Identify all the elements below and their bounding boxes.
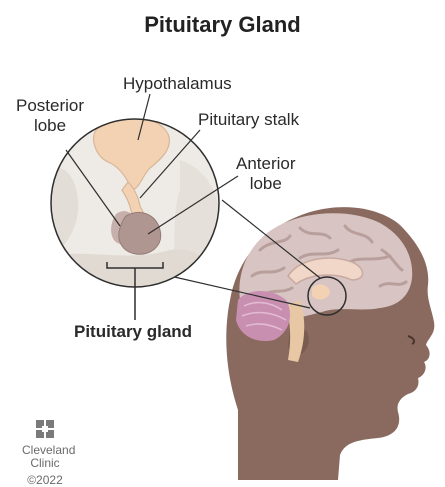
label-anterior-lobe-line1: Anterior — [236, 154, 296, 173]
pointer-anterior-lobe — [147, 175, 239, 235]
brand-name-line2: Clinic — [30, 456, 60, 471]
anterior-lobe-shape — [118, 212, 162, 255]
label-anterior-lobe: Anterior lobe — [236, 154, 296, 195]
cerebellum-folds — [241, 301, 287, 331]
label-pituitary-gland: Pituitary gland — [74, 322, 193, 341]
label-anterior-lobe-line2: lobe — [249, 174, 282, 194]
brain-folds — [250, 224, 408, 298]
copyright-text: ©2022 — [27, 472, 63, 487]
label-posterior-lobe: Posterior lobe — [16, 96, 84, 137]
label-posterior-lobe-line1: Posterior — [16, 96, 85, 115]
pointer-posterior-lobe — [65, 149, 121, 227]
gland-bracket — [106, 262, 164, 320]
cleveland-clinic-logo-icon — [36, 420, 54, 438]
zoom-circle — [50, 118, 220, 288]
label-pituitary-stalk: Pituitary stalk — [198, 110, 300, 129]
eye-mark — [407, 335, 416, 345]
brand-name-line1: Cleveland — [22, 443, 76, 458]
cleveland-clinic-branding: Cleveland Clinic ©2022 — [22, 420, 76, 487]
pointer-pituitary-stalk — [139, 129, 201, 199]
hypothalamus-small — [312, 284, 330, 300]
cerebellum — [236, 291, 290, 342]
pointer-lines — [65, 93, 239, 235]
diagram-title: Pituitary Gland — [144, 12, 301, 37]
zoom-connector-top — [221, 199, 321, 279]
label-posterior-lobe-line2: lobe — [33, 116, 67, 136]
head-zoom-circle — [307, 276, 347, 316]
zoom-connector-bottom — [169, 275, 311, 309]
brainstem — [286, 300, 305, 362]
pointer-hypothalamus — [137, 93, 151, 141]
label-hypothalamus: Hypothalamus — [123, 74, 232, 93]
